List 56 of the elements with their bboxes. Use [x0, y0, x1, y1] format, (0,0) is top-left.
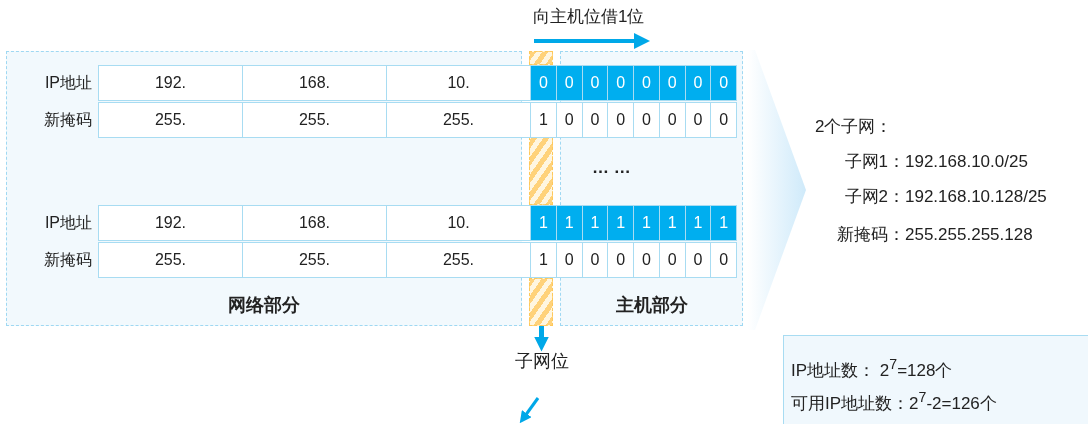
result-text: 2个子网： [815, 116, 893, 138]
bit-cell: 1 [530, 102, 557, 138]
result-text: 新掩码：255.255.255.128 [837, 224, 1033, 246]
table-cell: 168. [242, 65, 387, 101]
table-cell: 255. [242, 242, 387, 278]
bit-cell: 0 [710, 65, 737, 101]
result-text: 子网1：192.168.10.0/25 [844, 151, 1028, 173]
bit-cell: 1 [710, 205, 737, 241]
bit-cell: 0 [555, 65, 583, 101]
bit-cell: 1 [555, 205, 583, 241]
info-text: 可用IP地址数：2$^{7}$-2=126个 [791, 389, 997, 415]
direction-label: 向主机位借1位 [533, 6, 645, 28]
bit-cell: 0 [658, 242, 686, 278]
row-label: 新掩码 [43, 110, 92, 130]
table-cell: 10. [386, 205, 531, 241]
node-label: 子网位 [512, 349, 572, 375]
info-text: IP地址数： 2$^{7}$=128个 [791, 356, 953, 382]
bit-cell: 0 [633, 102, 660, 138]
table-cell: 255. [242, 102, 387, 138]
bit-cell: 0 [530, 65, 557, 101]
row-label: IP地址 [43, 73, 92, 93]
bit-cell: 0 [607, 65, 634, 101]
table-cell: 255. [98, 102, 243, 138]
table-cell: 255. [386, 102, 531, 138]
bit-cell: 0 [633, 242, 660, 278]
info-box [783, 335, 1088, 424]
bit-cell: 1 [607, 205, 634, 241]
hatched-bar [529, 51, 553, 65]
table-cell: 168. [242, 205, 387, 241]
table-cell: 10. [386, 65, 531, 101]
bit-cell: 1 [530, 242, 557, 278]
bit-cell: 0 [710, 242, 737, 278]
panel-title: 网络部分 [227, 294, 301, 317]
bit-cell: 0 [633, 65, 660, 101]
panel-title: 主机部分 [614, 294, 689, 317]
bit-cell: 1 [530, 205, 557, 241]
bit-cell: 0 [658, 65, 686, 101]
table-cell: 192. [98, 65, 243, 101]
bit-cell: 1 [633, 205, 660, 241]
row-label: 新掩码 [43, 250, 92, 270]
hatched-bar [529, 278, 553, 326]
bit-cell: 1 [658, 205, 686, 241]
hatched-bar [529, 137, 553, 205]
bit-cell: 0 [607, 102, 634, 138]
bit-cell: 0 [555, 242, 583, 278]
row-label: IP地址 [43, 213, 92, 233]
result-text: 子网2：192.168.10.128/25 [844, 186, 1047, 208]
table-cell: 255. [386, 242, 531, 278]
bit-cell: 0 [607, 242, 634, 278]
bit-cell: 0 [710, 102, 737, 138]
arrow [534, 326, 549, 352]
table-cell: 255. [98, 242, 243, 278]
table-cell: 192. [98, 205, 243, 241]
bit-cell: 0 [555, 102, 583, 138]
ellipsis: … … [592, 158, 631, 178]
bit-cell: 0 [658, 102, 686, 138]
